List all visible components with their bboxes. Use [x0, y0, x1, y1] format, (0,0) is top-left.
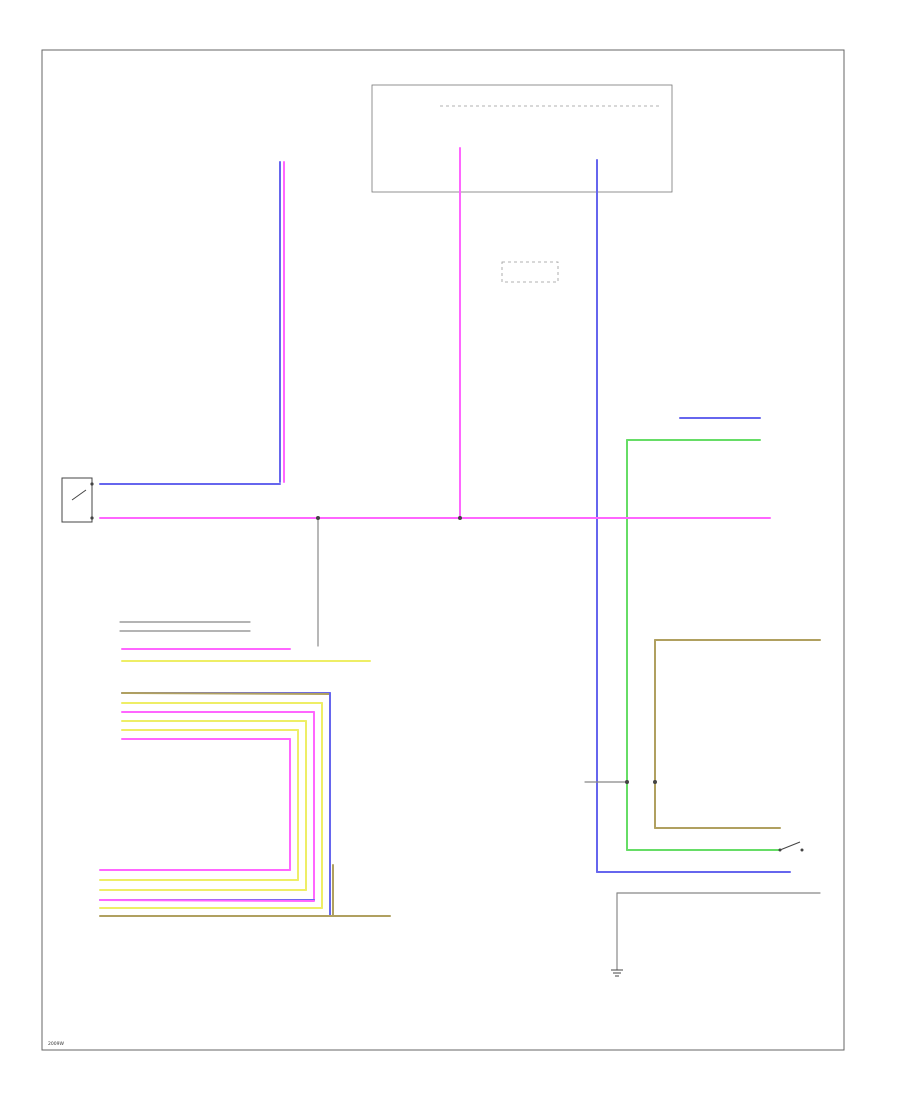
- transmission-connector-wires: [99, 869, 391, 917]
- splice-points: [316, 516, 657, 784]
- fuse-relay-box: [371, 84, 673, 283]
- bottom-right-wiring: [584, 781, 821, 971]
- descending-wires: [289, 692, 334, 917]
- connector-rows: [119, 621, 371, 740]
- right-olive-circuit: [654, 639, 821, 829]
- diagram-border: [41, 49, 845, 1051]
- brake-switch-symbol: [61, 477, 94, 523]
- diagram-code: 2009W: [48, 1041, 64, 1047]
- switch-symbol-right: [778, 841, 804, 852]
- ground-symbol: [611, 969, 623, 977]
